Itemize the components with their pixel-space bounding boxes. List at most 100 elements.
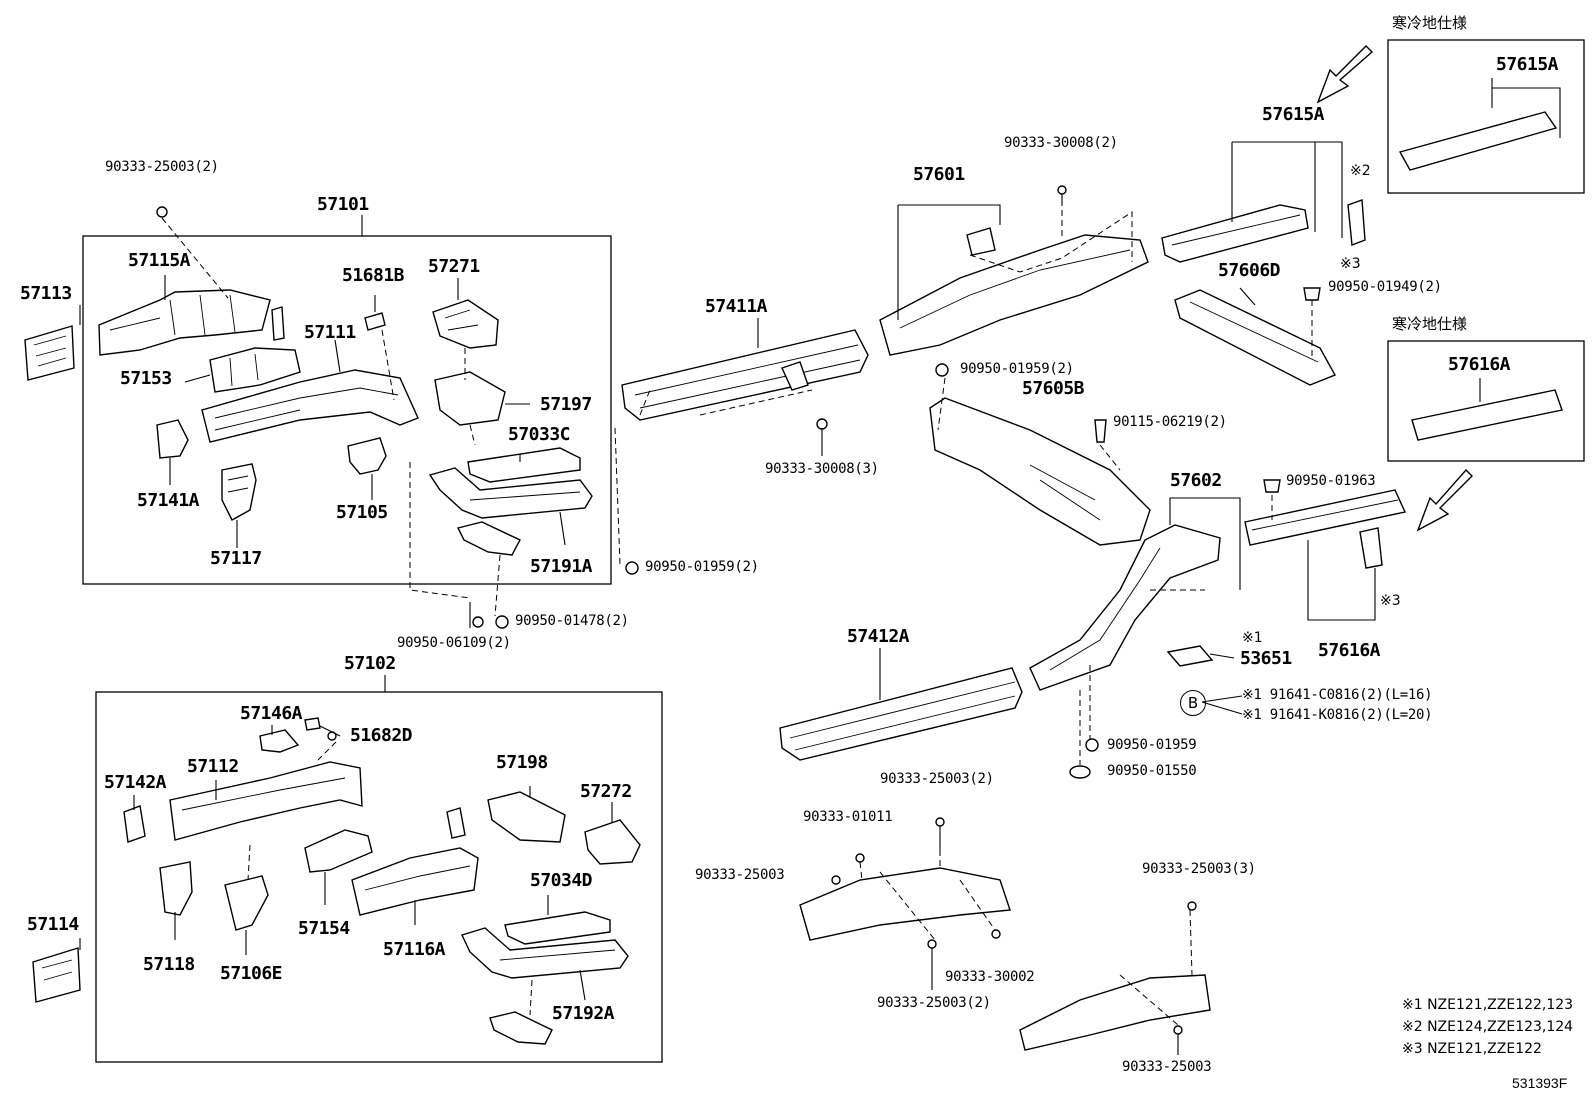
- fastener-90333-01011: 90333-01011: [803, 809, 893, 825]
- part-57198-shape: [487, 791, 566, 843]
- part-57616A-bracket-shape: [1359, 527, 1383, 569]
- label-57111: 57111: [304, 322, 356, 343]
- part-57117-shape: [221, 463, 257, 521]
- plug-icon: [1069, 765, 1091, 779]
- label-53651: 53651: [1240, 648, 1292, 669]
- part-57111-shape: [201, 369, 419, 443]
- part-57112-shape: [169, 761, 363, 841]
- label-57601: 57601: [913, 164, 965, 185]
- label-57141A: 57141A: [137, 490, 200, 511]
- dashed-reference-lines: [161, 200, 1313, 1026]
- part-lower-rail-a-shape: [799, 867, 1011, 941]
- label-57606D: 57606D: [1218, 260, 1281, 281]
- part-57106E-shape: [224, 875, 269, 931]
- inset-box-cold-a: [1387, 39, 1585, 194]
- label-57112: 57112: [187, 756, 239, 777]
- fastener-90333-25003-a: 90333-25003(2): [105, 159, 219, 175]
- fastener-dot-icon: [816, 418, 828, 430]
- label-57101: 57101: [317, 194, 369, 215]
- inset-box-cold-b: [1387, 340, 1585, 462]
- part-57191A-shape: [428, 467, 593, 519]
- part-57191A-plate-shape: [456, 521, 521, 556]
- label-57102: 57102: [344, 653, 396, 674]
- label-57034D: 57034D: [530, 870, 593, 891]
- footnote-1: ※1 NZE121,ZZE122,123: [1402, 997, 1574, 1013]
- fastener-dot-icon: [156, 206, 168, 218]
- fastener-90333-25003-d: 90333-25003(2): [877, 995, 991, 1011]
- part-57153-shape: [209, 347, 301, 393]
- part-57114-shape: [32, 947, 81, 1003]
- leader-lines: [79, 78, 1561, 1055]
- fastener-90115-06219: 90115-06219(2): [1113, 414, 1227, 430]
- label-57115A: 57115A: [128, 250, 191, 271]
- label-57113: 57113: [20, 283, 72, 304]
- nut-icon: [495, 615, 509, 629]
- part-clip-shape: [271, 306, 285, 341]
- mark-note-3a: ※3: [1340, 256, 1361, 272]
- label-57198: 57198: [496, 752, 548, 773]
- fastener-90950-01550: 90950-01550: [1107, 763, 1197, 779]
- part-57616A-shape: [1244, 489, 1406, 546]
- fastener-90333-25003-e: 90333-25003(3): [1142, 861, 1256, 877]
- part-57601-shape: [879, 234, 1149, 356]
- fastener-90950-06109: 90950-06109(2): [397, 635, 511, 651]
- part-57602-shape: [1029, 524, 1221, 691]
- fastener-91641-K0816: ※1 91641-K0816(2)(L=20): [1242, 707, 1433, 723]
- part-57142A-shape: [123, 805, 146, 843]
- cold-region-spec-label-b: 寒冷地仕様: [1392, 315, 1468, 333]
- fastener-90950-01959-b: 90950-01959(2): [960, 361, 1074, 377]
- label-57153: 57153: [120, 368, 172, 389]
- fastener-dot-icon: [1057, 185, 1067, 195]
- label-57616A-inset: 57616A: [1448, 354, 1511, 375]
- part-57605B-shape: [929, 397, 1151, 546]
- label-57272: 57272: [580, 781, 632, 802]
- part-57141A-shape: [156, 419, 189, 459]
- fastener-dot-icon: [831, 875, 841, 885]
- part-57615A-shape: [1161, 204, 1309, 263]
- part-57115A-shape: [98, 289, 271, 356]
- fastener-91641-C0816: ※1 91641-C0816(2)(L=16): [1242, 687, 1433, 703]
- fastener-dot-icon: [1173, 1025, 1183, 1035]
- part-57192A-plate-shape: [489, 1011, 553, 1045]
- nut-icon: [625, 561, 639, 575]
- fastener-90333-30008-a: 90333-30008(3): [765, 461, 879, 477]
- fastener-90950-01959-c: 90950-01959: [1107, 737, 1197, 753]
- label-57197: 57197: [540, 394, 592, 415]
- part-57412A-shape: [779, 667, 1023, 761]
- nut-icon: [1263, 479, 1281, 493]
- part-57146A-shape: [259, 729, 300, 753]
- part-lower-rail-b-shape: [1019, 974, 1211, 1051]
- part-57116A-shape: [351, 847, 479, 916]
- mark-note-3b: ※3: [1380, 593, 1401, 609]
- part-57118-shape: [159, 861, 193, 916]
- fastener-90333-25003-f: 90333-25003: [1122, 1059, 1212, 1075]
- fastener-90333-25003-c: 90333-25003: [695, 867, 785, 883]
- label-57615A: 57615A: [1262, 104, 1325, 125]
- fastener-dot-icon: [472, 616, 484, 628]
- reference-circle-b: B: [1180, 690, 1206, 716]
- fastener-90950-01959-a: 90950-01959(2): [645, 559, 759, 575]
- label-57118: 57118: [143, 954, 195, 975]
- label-57117: 57117: [210, 548, 262, 569]
- part-57105-shape: [347, 437, 387, 475]
- diagram-code: 531393F: [1512, 1075, 1568, 1091]
- label-57154: 57154: [298, 918, 350, 939]
- footnote-2: ※2 NZE124,ZZE123,124: [1402, 1019, 1574, 1035]
- part-57034D-shape: [504, 911, 611, 945]
- part-57272-shape: [584, 819, 641, 865]
- fastener-dot-icon: [991, 929, 1001, 939]
- label-57192A: 57192A: [552, 1003, 615, 1024]
- label-57605B: 57605B: [1022, 378, 1085, 399]
- mark-note-2: ※2: [1350, 163, 1371, 179]
- label-57033C: 57033C: [508, 424, 571, 445]
- label-57114: 57114: [27, 914, 79, 935]
- fastener-90333-25003-b: 90333-25003(2): [880, 771, 994, 787]
- part-57411A-bracket-shape: [781, 361, 809, 391]
- fastener-90950-01963: 90950-01963: [1286, 473, 1376, 489]
- fastener-90950-01949: 90950-01949(2): [1328, 279, 1442, 295]
- group-box-57101: [82, 235, 612, 585]
- inset-part-57615A-shape: [1398, 111, 1558, 171]
- fastener-dot-icon: [935, 817, 945, 827]
